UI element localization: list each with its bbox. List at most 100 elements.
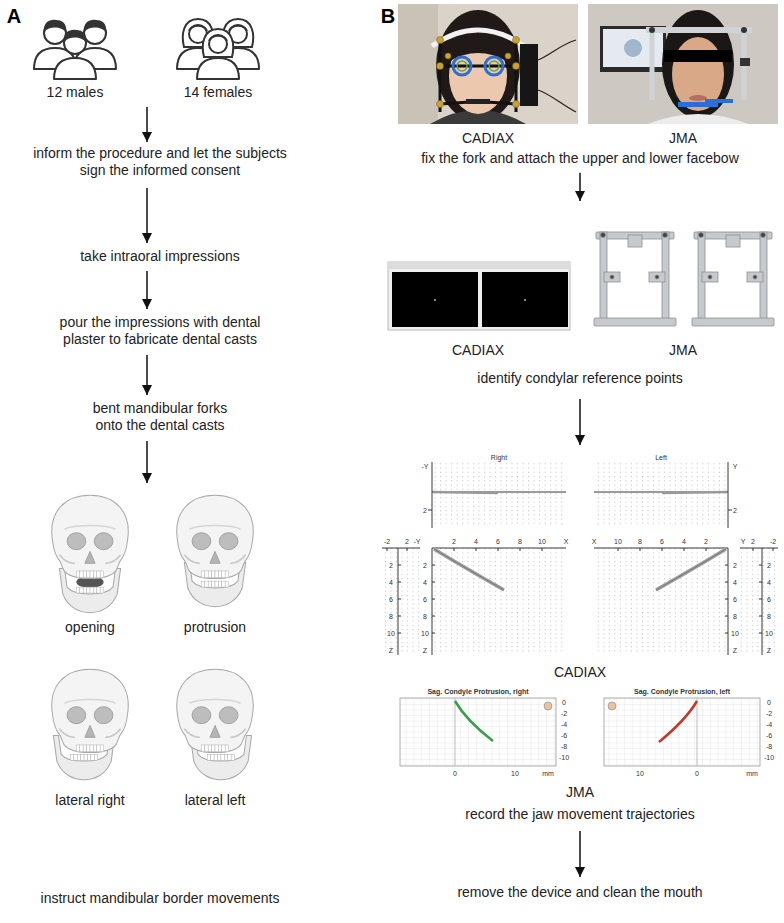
axis-label: -8 <box>766 743 772 750</box>
skull-illustration <box>177 669 253 780</box>
axis-label: 6 <box>660 538 664 545</box>
flow-arrow <box>146 355 148 395</box>
axis-label: 6 <box>389 596 393 603</box>
axis-label: 4 <box>389 579 393 586</box>
label-slot: 0 <box>562 699 566 706</box>
jma-photo <box>646 27 752 33</box>
axis-label: 2 <box>452 538 456 545</box>
jma-photo <box>588 4 778 124</box>
axis-label: Sag. Condyle Protrusion, right <box>427 688 528 695</box>
label-slot: -2 <box>770 538 776 545</box>
flow-arrow <box>579 831 581 877</box>
text-slot: CADIAX <box>418 342 538 359</box>
label-slot: 2 <box>405 538 409 545</box>
process-step: pour the impressions with dental plaster… <box>30 312 290 352</box>
step-text: JMA <box>623 130 743 147</box>
flow-arrow <box>146 271 148 309</box>
cadiax-chart <box>382 462 566 655</box>
step-text: lateral right <box>35 792 145 809</box>
label-slot: 2 <box>423 562 427 569</box>
label-slot: 6 <box>767 596 771 603</box>
axis-label: -Y <box>422 463 429 470</box>
cadiax-photo <box>440 40 516 112</box>
step-text: CADIAX <box>428 130 548 147</box>
flow-arrow <box>579 399 581 445</box>
axis-label: 10 <box>765 630 773 637</box>
step-text: JMA <box>623 342 743 359</box>
axis-label: 0 <box>562 699 566 706</box>
step-text: pour the impressions with dental plaster… <box>38 314 283 348</box>
label-slot: B <box>381 6 395 26</box>
step-text: lateral left <box>160 792 270 809</box>
software-screenshot <box>434 299 436 301</box>
axis-label: 6 <box>496 538 500 545</box>
axis-label: 4 <box>423 579 427 586</box>
label-slot: 6 <box>496 538 500 545</box>
cadiax-chart <box>432 565 435 633</box>
axis-label: X <box>592 538 597 545</box>
jma-plot <box>604 698 760 766</box>
skull-illustration <box>52 495 253 780</box>
label-slot: -Y <box>414 538 421 545</box>
axis-label: 2 <box>733 507 737 514</box>
axis-label: Y <box>733 463 738 470</box>
step-text: inform the procedure and let the subject… <box>20 145 300 179</box>
axis-label: 4 <box>474 538 478 545</box>
text-slot: 14 females <box>158 84 278 101</box>
label-slot: 10 <box>421 630 429 637</box>
jma-plot <box>604 698 760 766</box>
jma-photo <box>662 10 734 118</box>
step-text: CADIAX <box>418 342 538 359</box>
text-slot: lateral right <box>35 792 145 809</box>
software-screenshot <box>392 272 478 327</box>
axis-label: 10 <box>636 770 644 777</box>
label-slot: Z <box>733 647 737 654</box>
step-text: identify condylar reference points <box>385 370 775 387</box>
jma-photo <box>741 27 747 33</box>
label-slot: -4 <box>561 721 567 728</box>
jma-photo <box>689 95 707 101</box>
jma-photo <box>705 99 733 103</box>
text-slot: CADIAX <box>520 664 640 681</box>
axis-label: -6 <box>766 732 772 739</box>
text-slot: opening <box>35 619 145 636</box>
label-slot: 6 <box>733 596 737 603</box>
label-slot: 8 <box>389 613 393 620</box>
axis-label: Sag. Condyle Protrusion, left <box>634 688 730 695</box>
step-text: take intraoral impressions <box>40 248 280 265</box>
axis-label: mm <box>542 770 554 777</box>
cadiax-photo <box>438 65 520 68</box>
jma-plot <box>659 701 697 742</box>
text-slot: lateral left <box>160 792 270 809</box>
axis-label: Z <box>767 647 771 654</box>
axis-label: Right <box>491 454 507 461</box>
axis-label: -2 <box>766 710 772 717</box>
axis-label: 8 <box>518 538 522 545</box>
jma-plot <box>400 698 556 766</box>
label-slot: 4 <box>682 538 686 545</box>
cadiax-photo <box>438 40 520 112</box>
axis-label: 4 <box>733 579 737 586</box>
skull-illustration <box>177 669 253 752</box>
step-text: JMA <box>520 784 640 801</box>
text-slot: remove the device and clean the mouth <box>420 884 740 901</box>
cadiax-chart <box>434 549 504 590</box>
label-slot: 8 <box>638 538 642 545</box>
label-slot: Y <box>741 538 746 545</box>
axis-label: 4 <box>767 579 771 586</box>
label-slot: 2 <box>452 538 456 545</box>
axis-label: X <box>564 538 569 545</box>
axis-label: 2 <box>423 562 427 569</box>
cadiax-photo <box>513 37 520 44</box>
cadiax-photo <box>445 53 451 59</box>
label-slot: X <box>564 538 569 545</box>
cadiax-photo <box>437 63 444 70</box>
flow-arrow <box>579 173 581 201</box>
process-step: take intraoral impressions <box>40 246 280 268</box>
label-slot: Z <box>767 647 771 654</box>
text-slot: pour the impressions with dental plaster… <box>38 314 283 348</box>
axis-label: 8 <box>767 613 771 620</box>
label-slot: 2 <box>389 562 393 569</box>
label-slot: 8 <box>423 613 427 620</box>
